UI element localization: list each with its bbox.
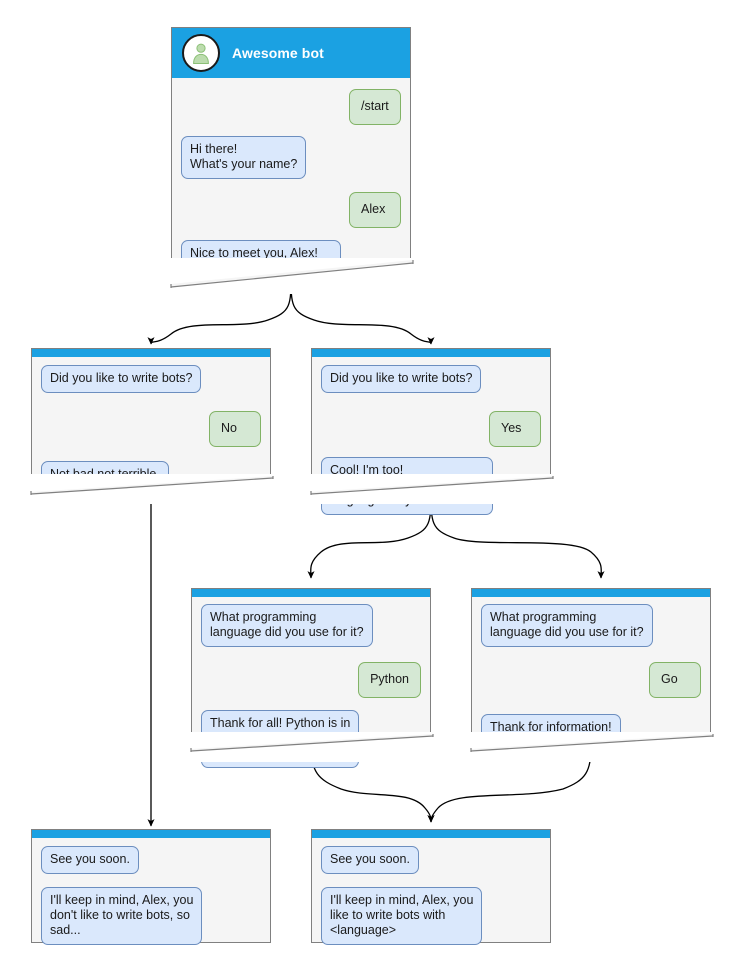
message-row: No (41, 411, 261, 447)
message-row: See you soon. (321, 846, 541, 874)
node-go-branch-chat: What programming language did you use fo… (472, 597, 710, 757)
bot-message-bubble: Did you like to write bots? (321, 365, 482, 393)
edge-root-to-no (147, 274, 292, 345)
message-row: Nice to meet you, Alex! Did you like to … (181, 240, 401, 283)
user-message-bubble: Python (358, 662, 421, 698)
node-root-chat: /start Hi there! What's your name? Alex … (172, 78, 410, 283)
bot-message-bubble: See you soon. (41, 846, 139, 874)
node-python-branch[interactable]: What programming language did you use fo… (191, 588, 431, 768)
message-row: See you soon. (41, 846, 261, 874)
node-end-sad-chat: See you soon. I'll keep in mind, Alex, y… (32, 838, 270, 945)
message-row: I'll keep in mind, Alex, you like to wri… (321, 887, 541, 945)
message-row: Not bad not terrible. See you soon. (41, 461, 261, 504)
bot-message-bubble: I'll keep in mind, Alex, you don't like … (41, 887, 203, 945)
bot-message-bubble: I'll keep in mind, Alex, you like to wri… (321, 887, 483, 945)
message-row: Python (201, 662, 421, 698)
node-yes-branch[interactable]: Did you like to write bots? Yes Cool! I'… (311, 348, 551, 515)
message-row: Hi there! What's your name? (181, 136, 401, 179)
person-avatar-icon (182, 34, 220, 72)
node-root-header: Awesome bot (172, 28, 410, 78)
node-root[interactable]: Awesome bot /start Hi there! What's your… (171, 27, 411, 283)
node-end-happy-header (312, 830, 550, 838)
user-message-bubble: /start (349, 89, 401, 125)
edge-root-to-yes (290, 274, 435, 345)
message-row: Yes (321, 411, 541, 447)
user-message-bubble: No (209, 411, 261, 447)
message-row: /start (181, 89, 401, 125)
bot-message-bubble: Not bad not terrible. See you soon. (41, 461, 169, 504)
node-end-happy[interactable]: See you soon. I'll keep in mind, Alex, y… (311, 829, 551, 945)
node-root-title: Awesome bot (232, 45, 324, 61)
bot-message-bubble: Thank for all! Python is in my hearth! S… (201, 710, 360, 768)
bot-message-bubble: Thank for information! See you soon. (481, 714, 621, 757)
node-go-branch-header (472, 589, 710, 597)
node-python-branch-chat: What programming language did you use fo… (192, 597, 430, 768)
bot-message-bubble: Cool! I'm too! What programming language… (321, 457, 493, 515)
bot-message-bubble: Did you like to write bots? (41, 365, 202, 393)
message-row: Did you like to write bots? (41, 365, 261, 393)
message-row: Thank for all! Python is in my hearth! S… (201, 710, 421, 768)
message-row: Alex (181, 192, 401, 228)
node-go-branch[interactable]: What programming language did you use fo… (471, 588, 711, 757)
node-end-happy-chat: See you soon. I'll keep in mind, Alex, y… (312, 838, 550, 945)
node-no-branch-header (32, 349, 270, 357)
message-row: What programming language did you use fo… (201, 604, 421, 647)
user-message-bubble: Go (649, 662, 701, 698)
node-yes-branch-chat: Did you like to write bots? Yes Cool! I'… (312, 357, 550, 515)
message-row: What programming language did you use fo… (481, 604, 701, 647)
node-yes-branch-header (312, 349, 550, 357)
node-no-branch[interactable]: Did you like to write bots? No Not bad n… (31, 348, 271, 504)
message-row: Thank for information! See you soon. (481, 714, 701, 757)
bot-message-bubble: See you soon. (321, 846, 419, 874)
bot-message-bubble: What programming language did you use fo… (201, 604, 373, 647)
message-row: Did you like to write bots? (321, 365, 541, 393)
node-python-branch-header (192, 589, 430, 597)
node-end-sad-header (32, 830, 270, 838)
message-row: Go (481, 662, 701, 698)
bot-message-bubble: Nice to meet you, Alex! Did you like to … (181, 240, 342, 283)
message-row: Cool! I'm too! What programming language… (321, 457, 541, 515)
message-row: I'll keep in mind, Alex, you don't like … (41, 887, 261, 945)
bot-message-bubble: What programming language did you use fo… (481, 604, 653, 647)
node-no-branch-chat: Did you like to write bots? No Not bad n… (32, 357, 270, 504)
node-end-sad[interactable]: See you soon. I'll keep in mind, Alex, y… (31, 829, 271, 945)
user-message-bubble: Yes (489, 411, 541, 447)
user-message-bubble: Alex (349, 192, 401, 228)
bot-message-bubble: Hi there! What's your name? (181, 136, 307, 179)
